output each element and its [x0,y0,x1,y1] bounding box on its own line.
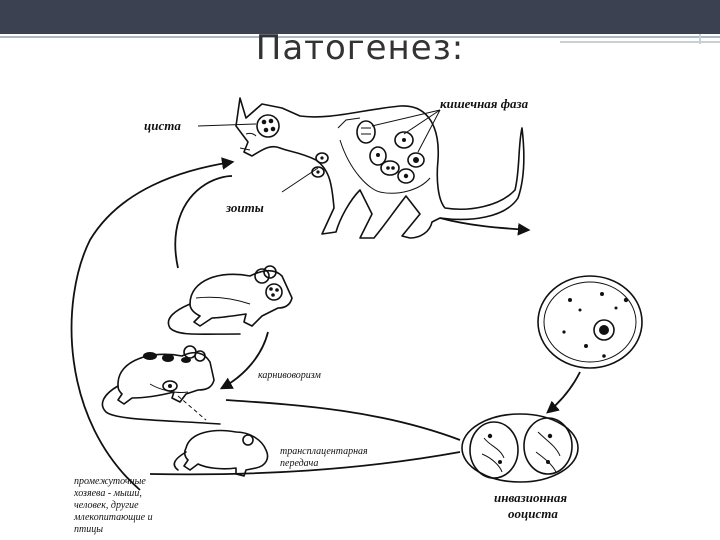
unsporulated-oocyst [538,276,642,368]
label-intestinal-phase: кишечная фаза [440,96,529,111]
label-intermediate-hosts-line3: человек, другие [74,500,139,511]
label-zoites: зоиты [225,200,264,215]
arrow-mouse-to-cat [175,176,232,268]
label-transplacental-line2: передача [280,458,318,469]
zoites-pointer [282,168,318,192]
label-intermediate-hosts-line5: птицы [74,524,103,535]
cat-definitive-host [236,98,524,238]
mouse-pregnant [102,346,220,424]
intestinal-pointer-3 [418,110,440,152]
sporulation-arrow [548,372,580,412]
cycle-arrow-outer [72,162,232,490]
cyst-pointer [198,124,256,126]
sporulated-oocyst [462,414,578,482]
arrow-oocyst-to-hosts-1 [226,400,460,440]
label-transplacental-line1: трансплацентарная [280,446,368,457]
label-cyst: циста [144,118,181,133]
label-intermediate-hosts-line1: промежуточные [74,476,146,487]
label-intermediate-hosts-line4: млекопитающие и [73,512,153,523]
newborn-mouse [174,431,267,476]
mouse-with-tissue-cyst [168,266,292,334]
label-invasive-oocyst-line1: инвазионная [494,490,567,505]
label-carnivorism: карнивоворизм [258,370,321,381]
label-intermediate-hosts-line2: хозяева - мыши, [73,488,142,499]
cyst-in-cat-head [257,115,279,137]
label-invasive-oocyst-line2: ооциста [508,506,558,521]
intestinal-stages [312,121,424,183]
